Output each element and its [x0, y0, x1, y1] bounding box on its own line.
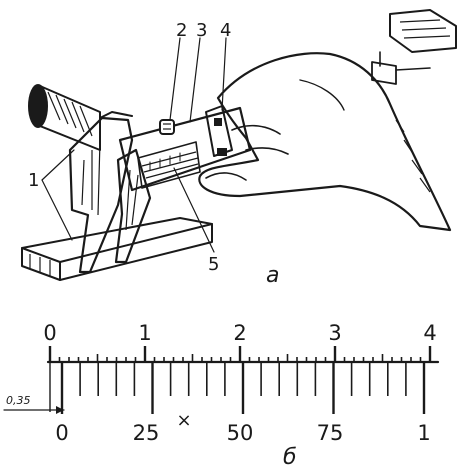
callout-label-1: 1	[28, 170, 39, 191]
caliper-illustration: 1 2 3 4 5 а	[21, 9, 457, 288]
main-scale-label-4: 4	[423, 321, 436, 345]
callout-label-4: 4	[220, 20, 231, 41]
main-scale-label-3: 3	[328, 321, 341, 345]
callout-label-5: 5	[208, 254, 219, 275]
panel-label-a: а	[266, 263, 279, 288]
hand-illustration	[198, 52, 452, 232]
callout-label-3: 3	[196, 20, 207, 41]
main-scale-label-0: 0	[43, 321, 56, 345]
right-fixture	[371, 9, 457, 85]
coincidence-mark: ×	[176, 410, 191, 431]
main-scale-ticks	[48, 346, 432, 362]
caliper-body	[68, 105, 252, 274]
vernier-scale-ticks	[49, 362, 426, 414]
offset-label: 0,35	[6, 394, 31, 407]
offset-arrow-head	[56, 406, 64, 414]
vernier-label-75: 75	[317, 421, 344, 445]
cylinder-workpiece	[28, 84, 101, 151]
panel-label-b: б	[283, 445, 297, 469]
vernier-scale-diagram: 0 1 2 3 4 0 25 50 75 1 × 0,35 б	[3, 321, 440, 469]
base-plate	[21, 217, 213, 281]
vernier-label-1: 1	[417, 421, 430, 445]
main-scale-label-2: 2	[233, 321, 246, 345]
vernier-label-0: 0	[55, 421, 68, 445]
vernier-label-50: 50	[227, 421, 254, 445]
vernier-label-25: 25	[133, 421, 160, 445]
main-scale-label-1: 1	[138, 321, 151, 345]
callout-leaders	[41, 37, 227, 253]
callout-label-2: 2	[176, 20, 187, 41]
